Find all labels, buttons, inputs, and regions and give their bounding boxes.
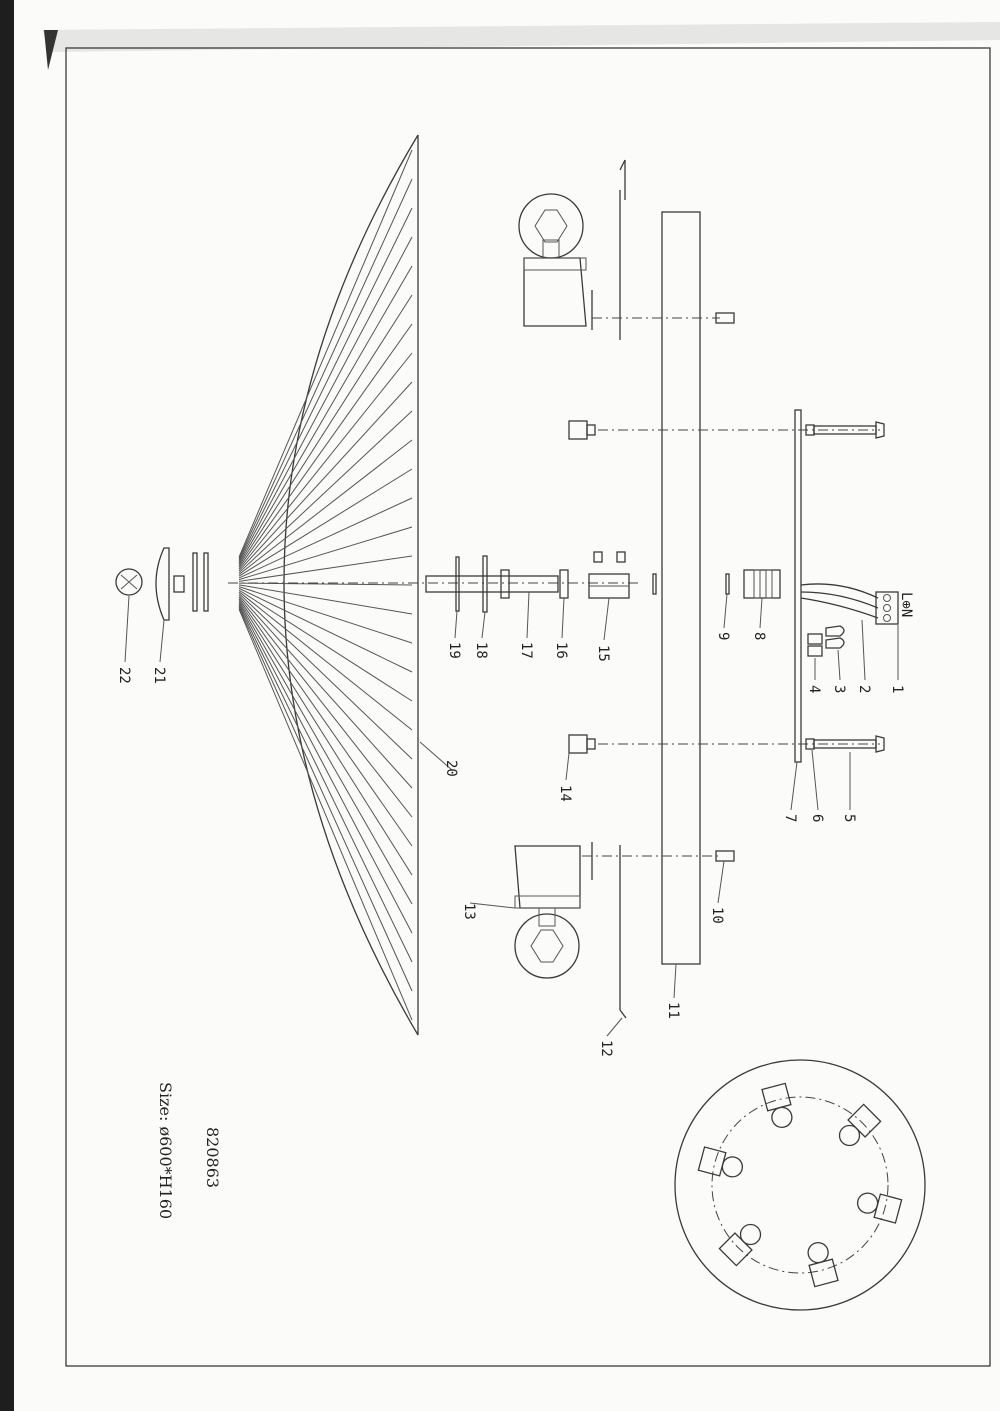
glass-shade: [238, 134, 419, 1036]
part-label-22: 22: [116, 667, 132, 684]
top-view-holder: [838, 1103, 882, 1147]
part-label-19: 19: [446, 642, 462, 659]
part-label-11: 11: [665, 1002, 681, 1019]
leader-line-3: [837, 649, 841, 681]
part-label-14: 14: [557, 785, 573, 802]
leader-line-19: [454, 610, 458, 639]
part-label-6: 6: [809, 814, 825, 822]
leader-line-2: [861, 619, 866, 681]
part-label-12: 12: [598, 1040, 614, 1057]
terminal-block: [800, 583, 899, 657]
leader-line-16: [561, 597, 565, 639]
top-view-holder: [807, 1241, 839, 1288]
main-bar: [661, 211, 701, 965]
part-label-13: 13: [461, 903, 477, 920]
top-view-holder: [718, 1223, 762, 1267]
leader-line-9: [723, 593, 728, 629]
leader-line-20: [419, 741, 453, 771]
scan-mark: [44, 30, 58, 70]
scan-shadow-top: [42, 22, 1000, 52]
part-label-18: 18: [473, 642, 489, 659]
leader-line-8: [759, 597, 763, 629]
top-view-holder: [761, 1082, 793, 1129]
part-label-10: 10: [709, 907, 725, 924]
terminal-label: L⊕N: [898, 592, 914, 617]
part-label-7: 7: [782, 814, 798, 822]
part-label-15: 15: [595, 645, 611, 662]
leader-line-15: [603, 597, 610, 641]
part-label-4: 4: [806, 685, 822, 693]
top-view-holder: [697, 1146, 744, 1178]
scan-edge-left: [0, 0, 14, 1411]
mounting-plate: [568, 409, 885, 763]
part-label-21: 21: [151, 667, 167, 684]
leader-line-11: [673, 963, 677, 999]
size-text: Size: ø600*H160: [156, 1082, 175, 1219]
drawing-frame: [65, 47, 991, 1367]
top-view-holder: [856, 1192, 903, 1224]
leader-line-10: [717, 860, 725, 904]
part-label-16: 16: [553, 642, 569, 659]
part-label-20: 20: [443, 760, 459, 777]
part-label-1: 1: [889, 685, 905, 693]
leader-line-21: [159, 619, 165, 663]
lamp-holder-top: [518, 159, 735, 340]
top-view: [674, 1059, 926, 1311]
central-rod-assembly: [228, 551, 781, 613]
leader-line-18: [481, 611, 486, 639]
model-number: 820863: [203, 1127, 222, 1188]
leader-line-6: [811, 749, 819, 811]
part-label-3: 3: [831, 685, 847, 693]
leader-line-7: [790, 761, 798, 811]
leader-line-17: [526, 591, 530, 639]
part-label-9: 9: [715, 632, 731, 640]
part-label-8: 8: [751, 632, 767, 640]
leader-line-12: [606, 1017, 623, 1037]
leader-line-22: [124, 595, 130, 663]
part-label-2: 2: [856, 685, 872, 693]
part-label-5: 5: [841, 814, 857, 822]
lamp-holder-bottom: [514, 842, 735, 1019]
shade-top-parts: [115, 547, 209, 621]
part-label-17: 17: [518, 642, 534, 659]
leader-line-14: [565, 752, 570, 781]
leader-line-13: [469, 902, 516, 909]
